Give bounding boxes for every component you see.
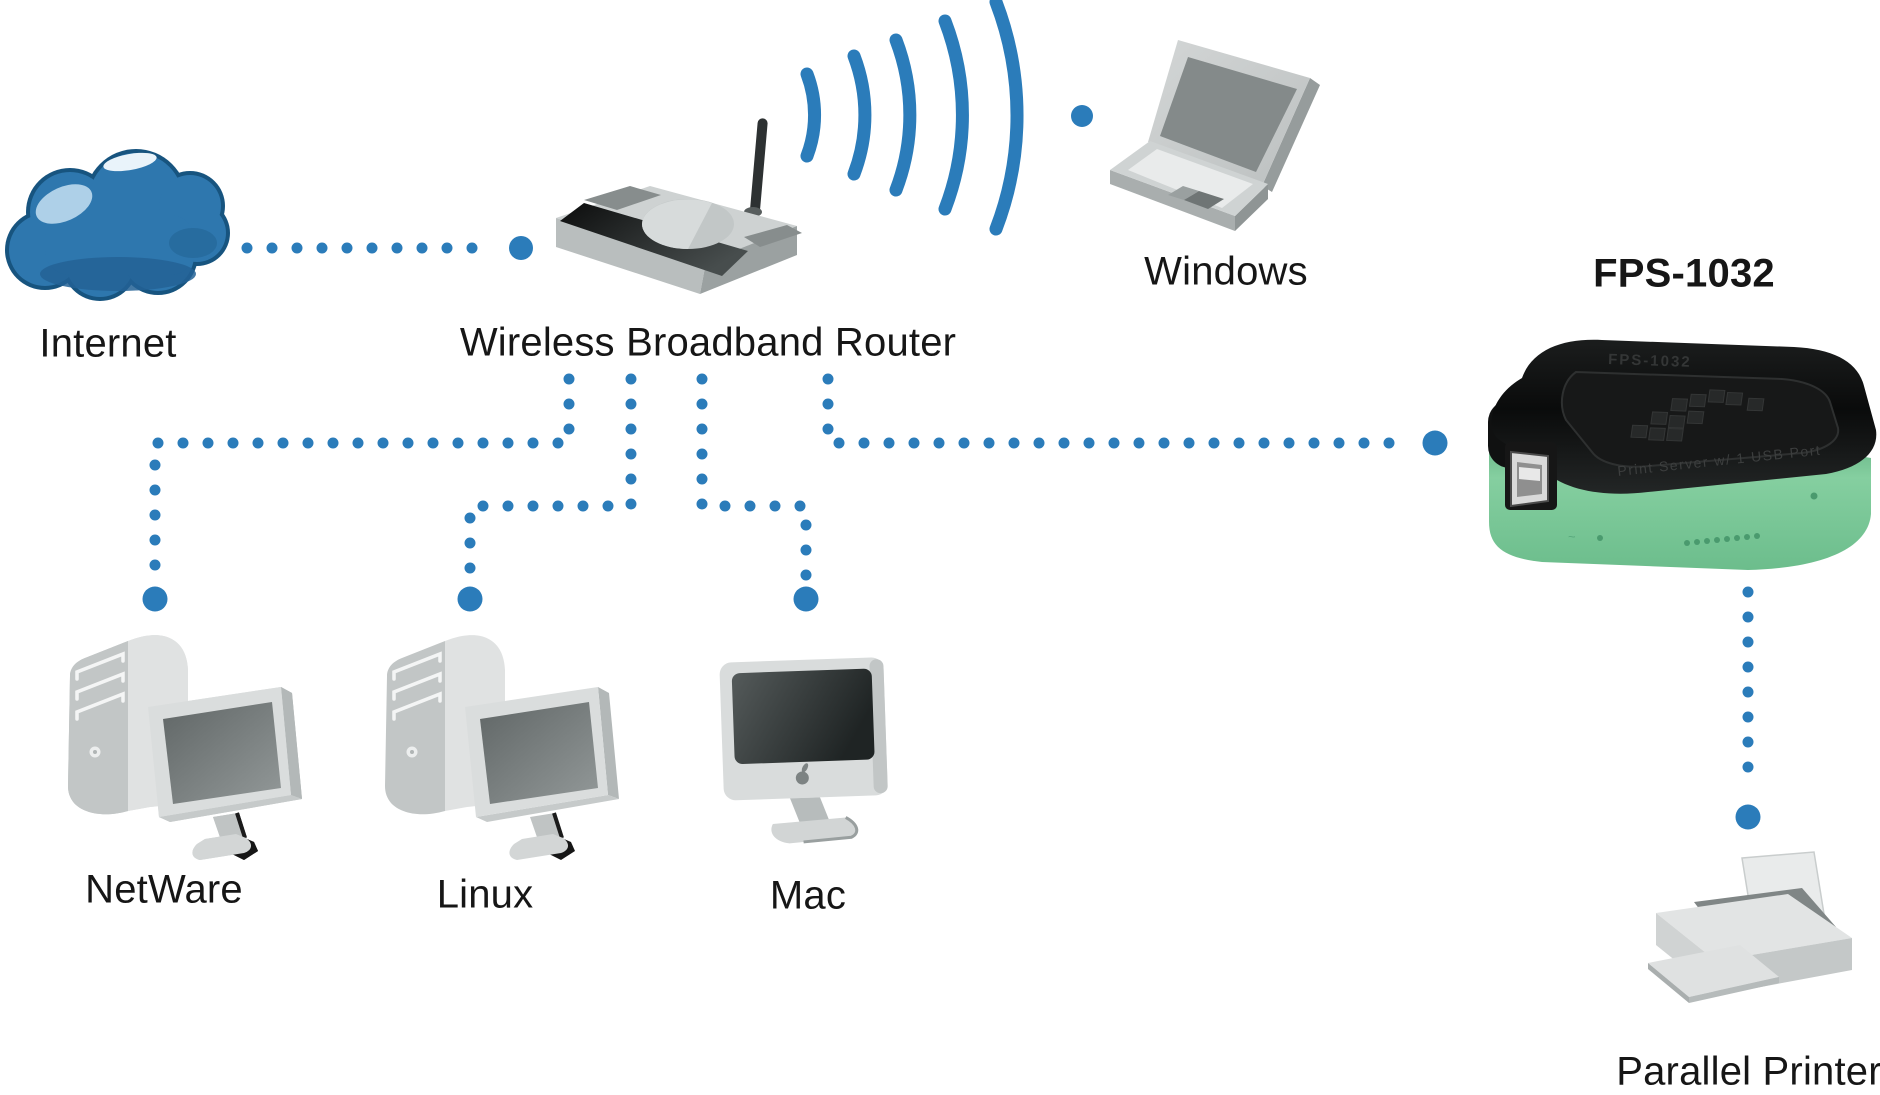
router-icon [556,118,802,294]
windows-label: Windows [1144,249,1308,294]
link-router-printserver [822,373,1414,449]
netware-pc-icon [66,633,304,862]
laptop-icon [1110,40,1320,231]
print-server-label: FPS-1032 [1593,251,1775,296]
device-model-text: FPS-1032 [1608,351,1692,371]
wifi-waves-icon [800,0,1024,236]
levelone-logo [1630,389,1765,442]
connection-endpoints [142,105,1761,830]
link-router-linux [464,373,637,584]
link-router-netware [149,373,575,582]
vent-holes [1597,492,1818,546]
linux-label: Linux [436,872,534,917]
router-label: Wireless Broadband Router [459,320,957,365]
link-router-mac [696,373,812,584]
internet-label: Internet [39,321,177,366]
parallel-printer-label: Parallel Printer [1616,1049,1880,1094]
tilde-mark: ~ [1568,529,1576,544]
connection-lines [149,242,1754,796]
cloud-icon [5,149,230,301]
imac-icon [719,657,888,844]
print-server-icon: FPS-1032 Print Server w/ 1 USB Port ~ [1488,339,1877,570]
netware-label: NetWare [85,867,243,912]
linux-pc-icon [383,633,621,862]
mac-label: Mac [769,873,847,918]
printer-icon [1648,851,1852,1003]
